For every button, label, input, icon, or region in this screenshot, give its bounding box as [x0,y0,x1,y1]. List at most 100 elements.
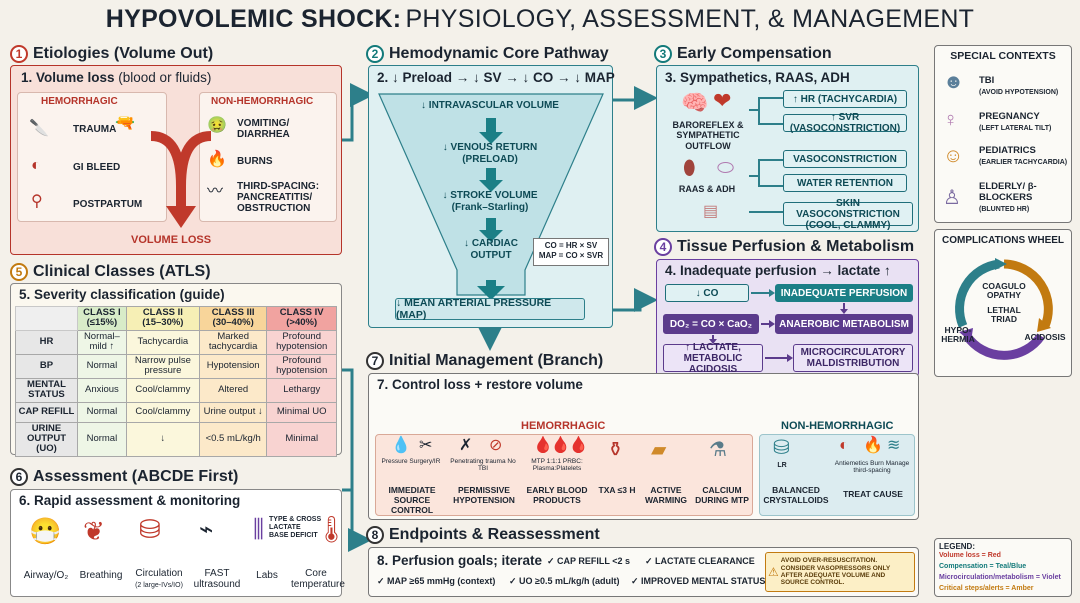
pituitary-icon: ⬭ [717,157,735,179]
table-cell: Tachycardia [125,329,200,355]
no-tbi-icon: ⊘ [489,437,503,454]
row-header-cap-refill: CAP REFILL [15,401,78,423]
scalpel-icon: ✂ [419,437,433,454]
section6-heading: 6 Assessment (ABCDE First) [10,468,238,486]
effect-water-retention: WATER RETENTION [783,174,907,192]
legend-red: Volume loss = Red [939,552,1001,559]
thermometer-icon: 🌡 [315,514,349,544]
table-cell: Normal [76,401,127,423]
context-pregnancy: PREGNANCY (LEFT LATERAL TILT) [979,111,1052,134]
goal-mental: ✓ IMPROVED MENTAL STATUS [631,576,766,586]
blood-bags-icon: 🩸🩸🩸 [533,437,589,454]
context-elderly: ELDERLY/ β-BLOCKERS (BLUNTED HR) [979,181,1069,215]
title-rest: PHYSIOLOGY, ASSESSMENT, & MANAGEMENT [405,4,975,33]
funnel-shape [378,93,604,300]
perf-inadequate: INADEQUATE PERFUSION [775,284,913,302]
atls-table: CLASS I(≤15%) CLASS II(15–30%) CLASS III… [15,306,337,457]
section8-number: 8 [366,526,384,544]
test-tube-icon: ⫼ [253,516,265,543]
row-header-mental: MENTAL STATUS [15,377,78,403]
mgmt-permissive-hypotension: PERMISSIVE HYPOTENSION [453,485,515,505]
uterus-icon: ⚲ [31,193,43,210]
table-row: MENTAL STATUS Anxious Cool/clammy Altere… [15,377,337,403]
iv-fluid-icon: ⛁ [773,437,790,459]
section1-sub-rest: (blood or fluids) [114,70,212,85]
table-cell: Minimal [266,421,337,457]
iv-bag-icon: ⛁ [139,514,161,544]
baroreflex-label: BAROREFLEX & SYMPATHETIC OUTFLOW [672,120,744,151]
stomach-icon: ◐ [31,157,41,174]
knife-icon: 🔪 [29,120,49,137]
atls-col-4: CLASS IV(>40%) [266,306,337,331]
assess-circulation: Circulation(2 large-IVs/IO) [127,568,191,590]
mgmt-crystalloids: BALANCED CRYSTALLOIDS [763,485,829,505]
mgmt-txa: TXA ≤3 H [598,485,636,495]
section4-number: 4 [654,238,672,256]
section3-number: 3 [654,45,672,63]
section2-panel: 2. ↓ Preload → ↓ SV → ↓ CO → ↓ MAP ↓ INT… [368,65,615,328]
txa-vial-icon: ⚱ [607,439,624,461]
wheel-coagulopathy: COAGULO OPATHY [982,281,1026,301]
section1-sub-bold: 1. Volume loss [21,70,115,85]
raas-label: RAAS & ADH [678,184,736,194]
table-row: URINE OUTPUT (UO) Normal ↓ <0.5 mL/kg/h … [15,421,337,457]
hemorrhagic-group [17,92,167,222]
context-pediatrics-title: PEDIATRICS [979,145,1036,156]
goal-cap-refill: ✓ CAP REFILL <2 s [547,556,630,566]
table-cell: Anxious [76,377,127,403]
circulation-sub: (2 large-IVs/IO) [135,582,183,589]
page-title: HYPOVOLEMIC SHOCK: PHYSIOLOGY, ASSESSMEN… [0,0,1080,38]
step-stroke-volume: ↓ STROKE VOLUME (Frank–Starling) [442,190,538,213]
pancreas-icon: ≋ [887,437,901,454]
table-cell: Lethargy [266,377,337,403]
section8-heading: 8 Endpoints & Reassessment [366,526,600,544]
effect-svr: ↑ SVR (VASOCONSTRICTION) [783,112,907,134]
table-cell: Minimal UO [266,401,337,423]
col2-name: CLASS II [142,307,183,318]
merge-arrow-icon [150,131,212,228]
effect-skin-vasoconstriction: SKIN VASOCONSTRICTION (COOL, CLAMMY) [783,198,913,231]
skin-icon: ▤ [703,203,719,220]
section3-title: Early Compensation [677,45,832,62]
section5-number: 5 [10,263,28,281]
hemorrhagic-label: HEMORRHAGIC [41,96,118,107]
table-cell: Normal [76,353,127,379]
context-pregnancy-sub: (LEFT LATERAL TILT) [979,124,1052,132]
col1-range: (≤15%) [86,317,118,329]
context-elderly-sub: (BLUNTED HR) [979,205,1030,213]
table-cell: Altered [198,377,268,403]
context-pregnancy-title: PREGNANCY [979,111,1040,122]
source-control-detail: Pressure Surgery/IR [381,458,441,465]
goal-map: ✓ MAP ≥65 mmHg (context) [377,576,496,586]
formula-map: MAP = CO × SVR [538,251,604,261]
pregnancy-icon: ♀ [943,109,958,131]
section2-number: 2 [366,45,384,63]
table-cell: <0.5 mL/kg/h [198,421,268,457]
mgmt-source-control: IMMEDIATE SOURCE CONTROL [388,485,436,515]
perf-lactate: ↑ LACTATE, METABOLIC ACIDOSIS [663,342,763,375]
effect-hr: ↑ HR (TACHYCARDIA) [783,90,907,108]
ultrasound-icon: ⌁ [199,516,214,543]
table-cell: Narrow pulse pressure [125,353,200,379]
col4-name: CLASS IV [279,307,324,318]
col1-name: CLASS I [83,307,121,318]
mgmt-treat-cause: TREAT CAUSE [843,489,903,499]
mgmt-calcium: CALCIUM DURING MTP [695,485,749,505]
mgmt-hemorrhagic-label: HEMORRHAGIC [521,420,606,432]
table-cell: Cool/clammy [125,377,200,403]
atls-table-wrap: CLASS I(≤15%) CLASS II(15–30%) CLASS III… [15,306,337,457]
table-cell: ↓ [125,421,200,457]
section7-title: Initial Management (Branch) [389,352,604,369]
warning-icon: ⚠ [768,565,779,579]
section8-panel: 8. Perfusion goals; iterate ✓ CAP REFILL… [368,547,919,597]
table-cell: Normal [76,421,127,457]
section4-panel: 4. Inadequate perfusion → lactate ↑ ↓ CO… [656,259,919,377]
section1-subtitle: 1. Volume loss (blood or fluids) [21,70,211,85]
context-elderly-title: ELDERLY/ β-BLOCKERS [979,181,1037,203]
atls-col-3: CLASS III(30–40%) [198,306,268,331]
lab-lactate: LACTATE [269,524,301,532]
section5-heading: 5 Clinical Classes (ATLS) [10,263,211,281]
branch-arrows [749,97,783,213]
atls-col-2: CLASS II(15–30%) [125,306,200,331]
mgmt-nonhemorrhagic-label: NON-HEMORRHAGIC [781,420,894,432]
